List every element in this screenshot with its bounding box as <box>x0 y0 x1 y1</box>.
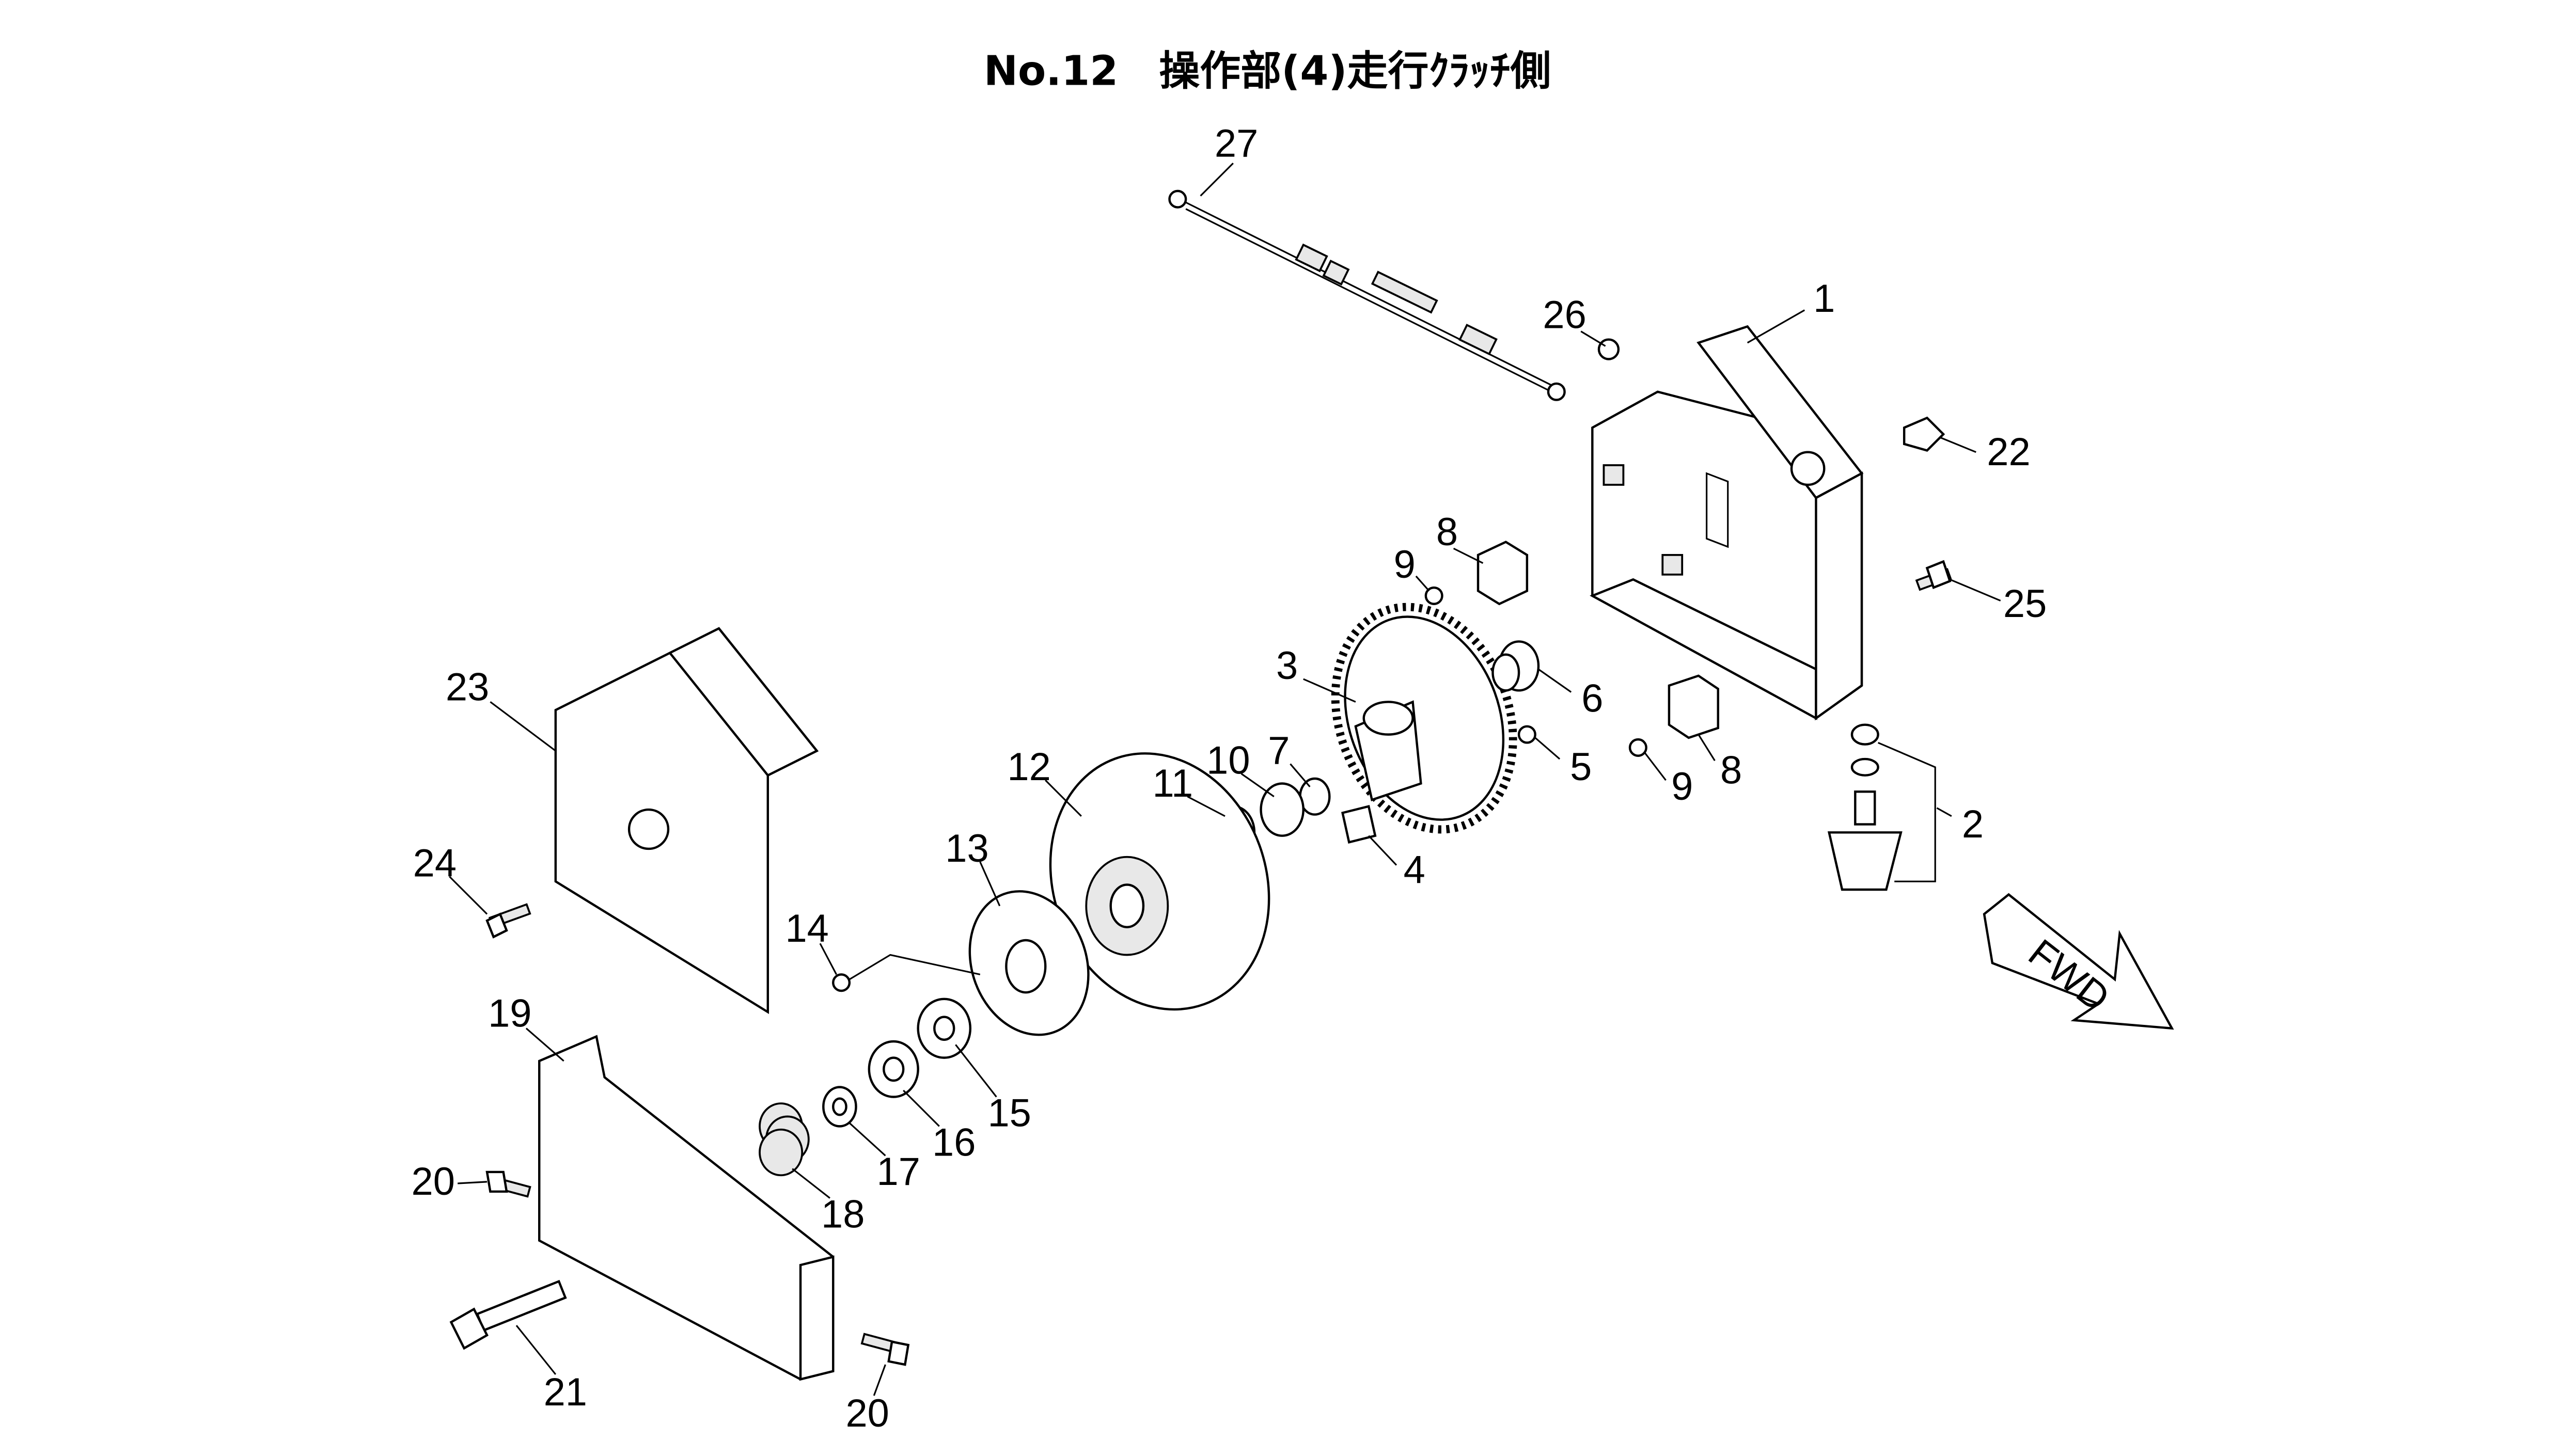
part-bolt-26 <box>1597 338 1620 360</box>
callout-24: 24 <box>413 842 457 885</box>
part-block-8a <box>1476 541 1529 606</box>
part-washer-16 <box>868 1040 919 1098</box>
callout-8b: 8 <box>1720 748 1742 792</box>
callout-14: 14 <box>785 907 828 951</box>
part-disc-12 <box>1049 752 1270 1011</box>
callout-22: 22 <box>1987 430 2030 474</box>
part-cable <box>1168 189 1566 401</box>
diagram-title: No.12 操作部(4)走行ｸﾗｯﾁ側 <box>984 47 1551 94</box>
leader-lines <box>449 163 2001 1396</box>
part-pin-5 <box>1517 725 1536 744</box>
callout-20a: 20 <box>412 1160 455 1204</box>
part-mount-2 <box>1827 723 1936 891</box>
part-plate-4 <box>1341 805 1377 844</box>
callout-1: 1 <box>1813 277 1835 321</box>
part-screw-9a <box>1424 586 1443 605</box>
callout-9b: 9 <box>1671 765 1693 809</box>
callout-7: 7 <box>1268 729 1290 773</box>
part-bracket-19 <box>538 1035 835 1381</box>
callout-17: 17 <box>877 1150 920 1194</box>
callout-2: 2 <box>1962 802 1984 846</box>
part-bush-7 <box>1299 777 1331 816</box>
callout-18: 18 <box>821 1192 865 1236</box>
part-cover-23 <box>554 627 819 1015</box>
part-screw-14 <box>832 973 851 992</box>
callout-21: 21 <box>544 1370 587 1414</box>
callout-23: 23 <box>446 665 489 709</box>
callout-13: 13 <box>945 827 988 871</box>
part-spring-18 <box>759 1102 810 1177</box>
callout-19: 19 <box>488 992 531 1036</box>
callout-5: 5 <box>1570 745 1592 789</box>
part-washer-17 <box>822 1086 857 1128</box>
part-washer-15 <box>917 998 972 1059</box>
callout-16: 16 <box>932 1120 976 1164</box>
fwd-arrow: FWD <box>1983 893 2174 1030</box>
callout-27: 27 <box>1215 121 1258 165</box>
part-bolt-25 <box>1915 560 1952 591</box>
callout-15: 15 <box>988 1091 1031 1135</box>
callout-4: 4 <box>1404 848 1425 892</box>
callout-25: 25 <box>2003 582 2047 626</box>
part-nut-22 <box>1903 416 1945 452</box>
callout-11: 11 <box>1152 762 1193 805</box>
part-block-8b <box>1668 674 1719 739</box>
callout-26: 26 <box>1543 293 1586 337</box>
part-bolt-20a <box>485 1170 531 1198</box>
part-screw-9b <box>1628 738 1647 757</box>
callout-12: 12 <box>1007 745 1050 789</box>
part-ring-10 <box>1260 782 1305 837</box>
callout-20b: 20 <box>845 1391 889 1435</box>
part-bolt-24 <box>485 903 531 939</box>
part-gear-3 <box>1331 603 1517 834</box>
part-bracket-1 <box>1590 325 1864 721</box>
callout-10: 10 <box>1206 739 1250 783</box>
callout-6: 6 <box>1581 676 1603 720</box>
part-bolt-21 <box>449 1279 567 1350</box>
callouts: 27 26 1 22 25 8 9 3 6 7 10 11 5 9 8 2 4 … <box>412 121 2047 1435</box>
part-bolt-20b <box>860 1333 910 1366</box>
part-plate-13 <box>968 890 1090 1036</box>
callout-9a: 9 <box>1394 543 1416 587</box>
callout-8a: 8 <box>1436 510 1458 554</box>
callout-3: 3 <box>1276 644 1298 688</box>
part-collar-6 <box>1491 640 1540 692</box>
